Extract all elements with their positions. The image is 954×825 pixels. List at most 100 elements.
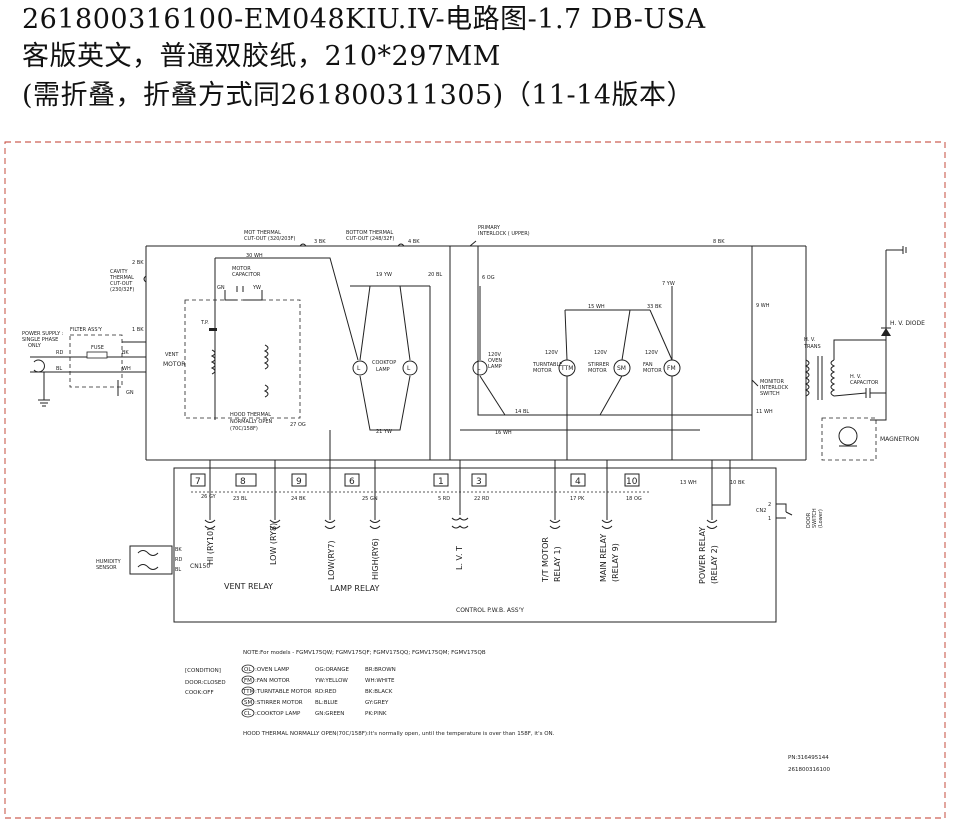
svg-text:BL:BLUE: BL:BLUE — [315, 700, 338, 706]
svg-text:10: 10 — [626, 477, 638, 487]
filter-label: FILTER ASS'Y — [70, 327, 103, 333]
stirrer-motor: SM 120V STIRRER MOTOR — [588, 350, 631, 377]
wire-7yw: 7 YW — [662, 281, 675, 287]
magnetron-label: MAGNETRON — [880, 436, 919, 443]
svg-text:L: L — [357, 365, 361, 372]
svg-text:COOK:OFF: COOK:OFF — [185, 690, 214, 696]
svg-text:LAMP: LAMP — [488, 364, 502, 370]
svg-text:BK: BK — [175, 547, 182, 553]
svg-text:(Lower): (Lower) — [818, 509, 824, 528]
svg-text:1: 1 — [438, 477, 444, 487]
svg-text:NORMALLY OPEN: NORMALLY OPEN — [230, 419, 273, 425]
wire-8bk: 8 BK — [713, 239, 725, 245]
svg-text:MOTOR: MOTOR — [163, 361, 185, 368]
turntable-motor: TTM 120V TURNTABLE MOTOR — [532, 350, 576, 377]
svg-text:YW:YELLOW: YW:YELLOW — [314, 678, 348, 684]
hood-thermal-note: HOOD THERMAL NORMALLY OPEN(70C/158F):It'… — [243, 731, 555, 737]
doc-title-line-2: 客版英文，普通双胶纸，210*297MM — [22, 41, 501, 72]
svg-text:SWITCH: SWITCH — [812, 508, 818, 528]
svg-text:2: 2 — [768, 502, 771, 508]
svg-text:26 GY: 26 GY — [201, 494, 217, 500]
humidity-sensor: HUMIDITY SENSOR BK RD BL CN150 — [96, 545, 210, 575]
svg-text:BR:BROWN: BR:BROWN — [365, 667, 396, 673]
svg-text:STIRRER: STIRRER — [588, 362, 610, 368]
notes-section: NOTE:For models - FGMV175QW; FGMV175QF; … — [185, 650, 830, 773]
svg-text:SENSOR: SENSOR — [96, 565, 117, 571]
svg-text:DOOR:CLOSED: DOOR:CLOSED — [185, 680, 226, 686]
svg-text:FAN: FAN — [643, 362, 653, 368]
svg-text:120V: 120V — [645, 350, 659, 356]
svg-text:SM: SM — [617, 365, 626, 372]
connector-row: 7 8 9 6 1 3 4 10 — [190, 473, 650, 493]
oven-lamp: L 120V OVEN LAMP — [472, 352, 502, 376]
svg-text:18 OG: 18 OG — [626, 496, 642, 502]
fuse-label: FUSE — [91, 345, 104, 351]
wire-11wh: 11 WH — [756, 409, 773, 415]
svg-text:LOW (RY8): LOW (RY8) — [269, 523, 278, 565]
part-number-2: 261800316100 — [788, 767, 830, 773]
cooktop-lamp: L L COOKTOP LAMP — [352, 360, 418, 376]
svg-text:GY:GREY: GY:GREY — [365, 700, 389, 706]
control-pwb: CONTROL P.W.B. ASS'Y — [173, 467, 777, 623]
wire-4bk: 4 BK — [408, 239, 420, 245]
svg-text:DOOR: DOOR — [806, 512, 812, 528]
svg-text:POWER SUPPLY :: POWER SUPPLY : — [22, 331, 64, 337]
relay-coils — [204, 460, 731, 529]
primary-interlock-label-2: INTERLOCK ( UPPER) — [478, 231, 530, 237]
svg-text:120V: 120V — [545, 350, 559, 356]
svg-text:L: L — [407, 365, 411, 372]
control-pwb-label: CONTROL P.W.B. ASS'Y — [456, 607, 524, 614]
svg-text:COOKTOP: COOKTOP — [372, 360, 396, 366]
legend-symbols: OL :OVEN LAMP FM :FAN MOTOR TTM :TURNTAB… — [241, 664, 312, 718]
hood-thermal: HOOD THERMAL NORMALLY OPEN (70C/158F) — [230, 412, 273, 432]
svg-text:CAVITY: CAVITY — [110, 269, 129, 275]
svg-text:POWER RELAY: POWER RELAY — [698, 527, 707, 584]
relay-ry7 — [324, 505, 336, 529]
svg-text:GN: GN — [217, 285, 225, 291]
svg-text:MOTOR: MOTOR — [533, 368, 552, 374]
svg-text:RD: RD — [56, 350, 63, 356]
svg-text:WH: WH — [122, 366, 131, 372]
svg-text:9: 9 — [296, 477, 302, 487]
svg-text:H. V. DIODE: H. V. DIODE — [890, 320, 925, 327]
svg-text:24 BK: 24 BK — [291, 496, 306, 502]
svg-text:OL: OL — [244, 667, 252, 673]
thermal-cutouts: MOT THERMAL CUT-OUT (320/203F) BOTTOM TH… — [244, 225, 530, 247]
svg-text:RD: RD — [175, 557, 182, 563]
vent-motor: VENT MOTOR MOTOR CAPACITOR GN YW T.P. — [163, 266, 301, 419]
svg-text:HOOD THERMAL: HOOD THERMAL — [230, 412, 271, 418]
tp-label: T.P. — [200, 320, 209, 326]
color-codes: OG:ORANGE YW:YELLOW RD:RED BL:BLUE GN:GR… — [314, 667, 396, 717]
svg-text:TTM: TTM — [560, 365, 573, 372]
svg-text:BL: BL — [175, 567, 181, 573]
lvt-transformer — [451, 505, 469, 529]
svg-text:H. V.: H. V. — [804, 337, 816, 343]
power-supply-section: POWER SUPPLY : SINGLE PHASE ONLY FILTER … — [22, 327, 146, 407]
svg-text:17 PK: 17 PK — [570, 496, 585, 502]
doc-title-line-3: (需折叠，折叠方式同261800311305)（11-14版本） — [22, 80, 695, 111]
svg-text:MAIN RELAY: MAIN RELAY — [599, 534, 608, 582]
pwb-wire-labels: 26 GY 23 BL 24 BK 25 GN 5 RD 22 RD 17 PK… — [201, 480, 745, 502]
svg-text:HI (RY10): HI (RY10) — [206, 528, 215, 565]
relay-main — [601, 505, 613, 529]
wire-9wh: 9 WH — [756, 303, 770, 309]
svg-text:OVEN: OVEN — [488, 358, 502, 364]
relay-power — [706, 505, 718, 529]
wire-21yw: 21 YW — [376, 429, 392, 435]
svg-text:L. V. T: L. V. T — [455, 546, 464, 570]
relay-tt — [549, 505, 561, 529]
svg-text:5 RD: 5 RD — [438, 496, 450, 502]
wire-30wh: 30 WH — [246, 253, 263, 259]
svg-text:BK: BK — [122, 350, 129, 356]
svg-text:MOTOR: MOTOR — [643, 368, 662, 374]
svg-text:13 WH: 13 WH — [680, 480, 697, 486]
relay-labels: HI (RY10) LOW (RY8) LOW(RY7) HIGH(RY6) L… — [206, 523, 719, 593]
fan-motor: FM 120V FAN MOTOR — [643, 350, 681, 377]
wire-16wh: 16 WH — [495, 430, 512, 436]
svg-text:CN2: CN2 — [756, 508, 766, 514]
svg-text:FM: FM — [667, 365, 676, 372]
svg-text:HIGH(RY6): HIGH(RY6) — [371, 538, 380, 580]
svg-text:GN:GREEN: GN:GREEN — [315, 711, 344, 717]
svg-text:7: 7 — [195, 477, 201, 487]
